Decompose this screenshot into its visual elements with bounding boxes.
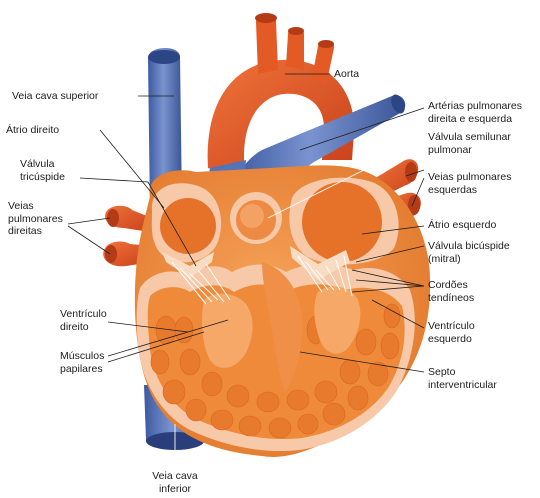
leader-lines: [67, 73, 425, 470]
label-left-ventricle: Ventrículo esquerdo: [428, 320, 475, 345]
label-left-pulmonary-veins-line1: Veias pulmonares: [428, 171, 512, 183]
right-papillary-muscle: [202, 293, 253, 368]
left-pulmonary-artery-opening: [391, 94, 405, 114]
label-superior-vena-cava: Veia cava superior: [12, 90, 99, 102]
label-inferior-vena-cava-line1: Veia cava: [152, 470, 198, 482]
left-pulmonary-vein-lower-opening: [408, 195, 420, 215]
label-inferior-vena-cava: Veia cava inferior: [140, 470, 210, 495]
label-pulmonary-valve-line2: pulmonar: [428, 143, 472, 156]
label-mitral-valve: Válvula bicúspide (mitral): [428, 240, 510, 265]
aortic-arch: [207, 59, 355, 176]
pulmonary-valve-center: [240, 204, 264, 228]
label-right-pulmonary-veins-line1: Veias: [8, 200, 34, 212]
label-left-pulmonary-veins: Veias pulmonares esquerdas: [428, 171, 511, 196]
label-chordae-tendineae-line2: tendíneos: [428, 291, 475, 304]
left-chordae-tendineae: [297, 255, 353, 297]
label-pulmonary-arteries-line2: direita e esquerda: [428, 112, 513, 125]
aortic-branch-1: [256, 14, 278, 74]
aortic-branch-2-opening: [288, 27, 304, 35]
aortic-branch-1-opening: [255, 13, 277, 23]
label-pulmonary-arteries-line1: Artérias pulmonares: [428, 100, 522, 112]
aortic-branch-3-opening: [318, 40, 334, 48]
right-pulmonary-vein-lower-opening: [105, 245, 117, 263]
superior-vena-cava-opening: [148, 50, 180, 64]
label-right-atrium: Átrio direito: [6, 124, 60, 136]
label-left-ventricle-line1: Ventrículo: [428, 320, 475, 332]
label-right-ventricle-line1: Ventrículo: [60, 308, 107, 320]
label-interventricular-septum-line2: interventricular: [428, 378, 497, 391]
label-right-pulmonary-veins-line3: direitas: [8, 225, 42, 237]
label-left-ventricle-line2: esquerdo: [428, 332, 472, 345]
label-chordae-tendineae-line1: Cordões: [428, 279, 468, 291]
left-papillary-muscle: [314, 286, 361, 354]
label-interventricular-septum: Septo interventricular: [428, 366, 497, 391]
label-tricuspid-valve: Válvula tricúspide: [20, 158, 65, 183]
label-pulmonary-valve: Válvula semilunar pulmonar: [428, 131, 511, 156]
label-tricuspid-valve-line1: Válvula: [20, 158, 55, 170]
right-pulmonary-vein-upper-opening: [107, 209, 119, 227]
mitral-valve: [290, 246, 350, 280]
label-right-ventricle-line2: direito: [60, 320, 89, 333]
left-pulmonary-vein-upper-opening: [405, 162, 417, 182]
label-pulmonary-arteries: Artérias pulmonares direita e esquerda: [428, 100, 522, 125]
label-tricuspid-valve-line2: tricúspide: [20, 170, 65, 183]
label-papillary-muscles-line2: papilares: [60, 362, 103, 375]
right-atrium-wall: [160, 198, 216, 254]
label-papillary-muscles: Músculos papilares: [60, 350, 104, 375]
label-papillary-muscles-line1: Músculos: [60, 350, 105, 362]
label-pulmonary-valve-line1: Válvula semilunar: [428, 131, 511, 143]
left-atrium-wall: [302, 182, 382, 262]
right-chordae-tendineae: [171, 261, 231, 305]
label-aorta: Aorta: [334, 68, 360, 80]
aortic-branch-3: [312, 40, 335, 86]
label-mitral-valve-line2: (mitral): [428, 252, 461, 265]
label-left-atrium: Átrio esquerdo: [428, 219, 497, 231]
aortic-branch-2: [286, 28, 304, 70]
label-right-pulmonary-veins: Veias pulmonares direitas: [8, 200, 63, 238]
label-right-ventricle: Ventrículo direito: [60, 308, 107, 333]
label-right-pulmonary-veins-line2: pulmonares: [8, 212, 63, 225]
interventricular-septum: [262, 262, 303, 392]
label-mitral-valve-line1: Válvula bicúspide: [428, 240, 510, 252]
label-inferior-vena-cava-line2: inferior: [158, 482, 192, 495]
label-interventricular-septum-line1: Septo: [428, 366, 456, 378]
label-left-pulmonary-veins-line2: esquerdas: [428, 183, 478, 196]
label-chordae-tendineae: Cordões tendíneos: [428, 279, 474, 304]
tricuspid-valve: [162, 252, 214, 278]
